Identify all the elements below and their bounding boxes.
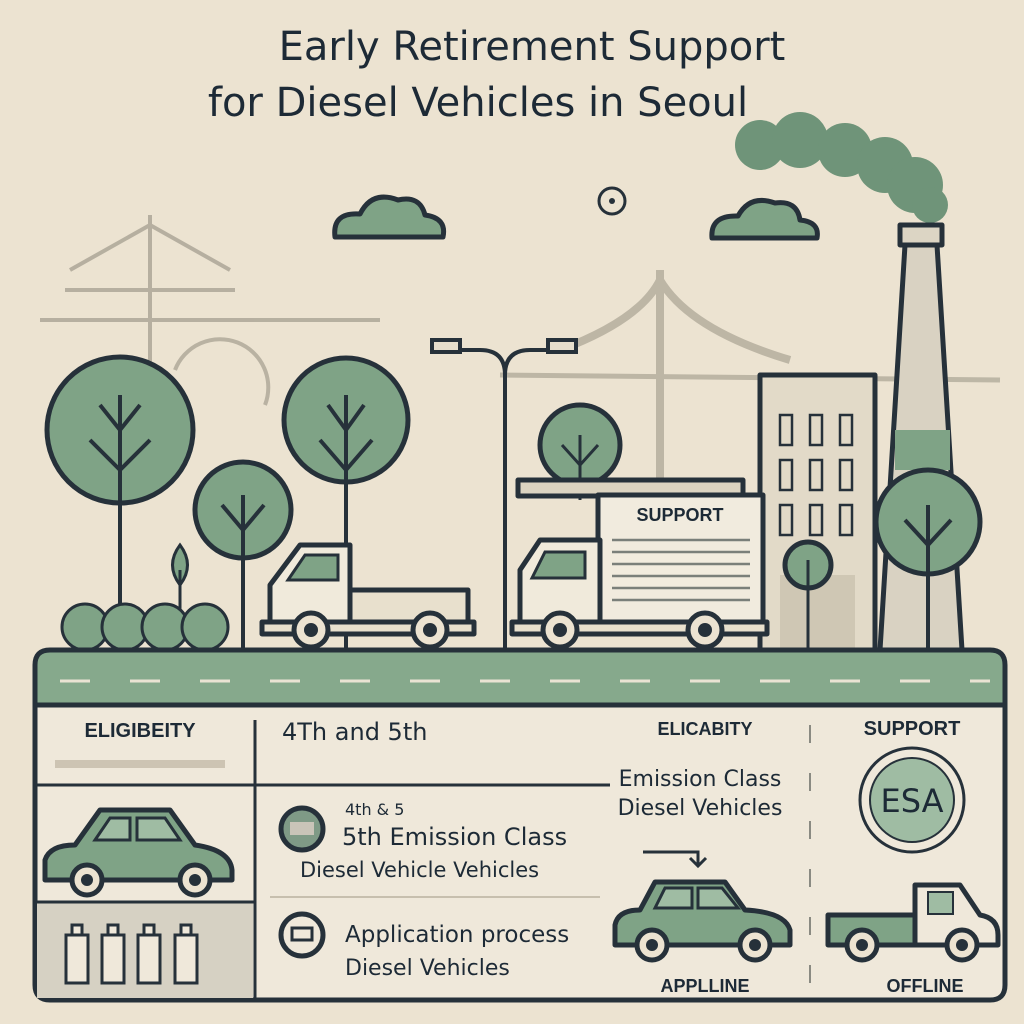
box-truck: SUPPORT <box>509 477 770 650</box>
title-line-1: Early Retirement Support <box>279 24 786 70</box>
sun-icon <box>597 186 627 216</box>
title-line-2: for Diesel Vehicles in Seoul <box>208 80 748 126</box>
support-heading: SUPPORT <box>864 718 961 740</box>
pickup-truck <box>259 542 477 650</box>
item2-line2: Diesel Vehicles <box>345 956 510 981</box>
cloud-icon <box>332 194 447 240</box>
applicability-line1: Emission Class <box>619 767 782 792</box>
blurred-subtext <box>55 760 225 768</box>
item1-line2: Diesel Vehicle Vehicles <box>300 858 539 882</box>
cloud-icon <box>709 197 820 241</box>
factory-chimney <box>877 222 965 653</box>
eligibility-heading: ELIGIBEITY <box>84 720 196 742</box>
pickup-truck-icon <box>825 882 1001 963</box>
smoke <box>735 112 948 223</box>
item1-line1: 5th Emission Class <box>342 823 567 851</box>
online-label: APPLLINE <box>660 976 749 996</box>
fuel-can-icons <box>64 923 199 985</box>
car-icon <box>42 807 235 898</box>
offline-label: OFFLINE <box>887 976 964 996</box>
street-lamp <box>430 338 578 650</box>
tree <box>281 355 411 650</box>
office-building <box>757 372 878 653</box>
item2-line1: Application process <box>345 922 569 948</box>
tree <box>192 459 294 650</box>
esa-badge: ESA <box>858 746 966 854</box>
application-icon <box>278 911 326 959</box>
emission-badge-icon <box>278 805 326 853</box>
classes-heading: 4Th and 5th <box>282 718 427 746</box>
bushes <box>60 542 230 652</box>
applicability-line2: Diesel Vehicles <box>618 796 783 821</box>
tree <box>782 539 834 650</box>
truck-sign: SUPPORT <box>636 505 723 525</box>
item1-small: 4th & 5 <box>345 800 404 819</box>
power-pylon <box>40 215 380 370</box>
sun-arc <box>173 337 271 406</box>
applicability-heading: ELICABITY <box>657 719 752 739</box>
tree <box>44 354 196 650</box>
esa-badge-label: ESA <box>880 782 943 820</box>
road <box>32 647 1008 708</box>
arrow-down-icon <box>643 850 708 869</box>
tree <box>873 467 983 650</box>
car-icon <box>612 879 793 963</box>
